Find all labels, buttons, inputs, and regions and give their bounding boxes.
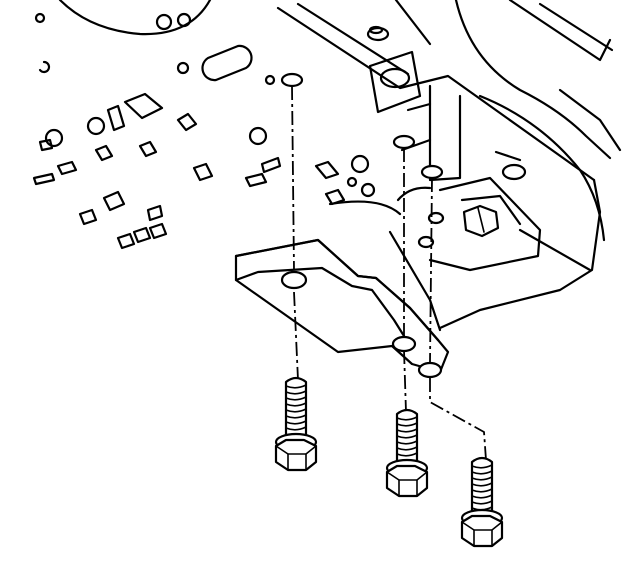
alignment-centerlines: [291, 85, 487, 461]
bolt-right: [460, 456, 504, 548]
bolt-left: [274, 376, 318, 472]
transmission-case: [276, 0, 622, 332]
valve-body-plate: [32, 0, 376, 250]
mounting-bracket: [234, 72, 450, 379]
bolts: [274, 376, 504, 548]
bolt-middle: [385, 408, 429, 498]
